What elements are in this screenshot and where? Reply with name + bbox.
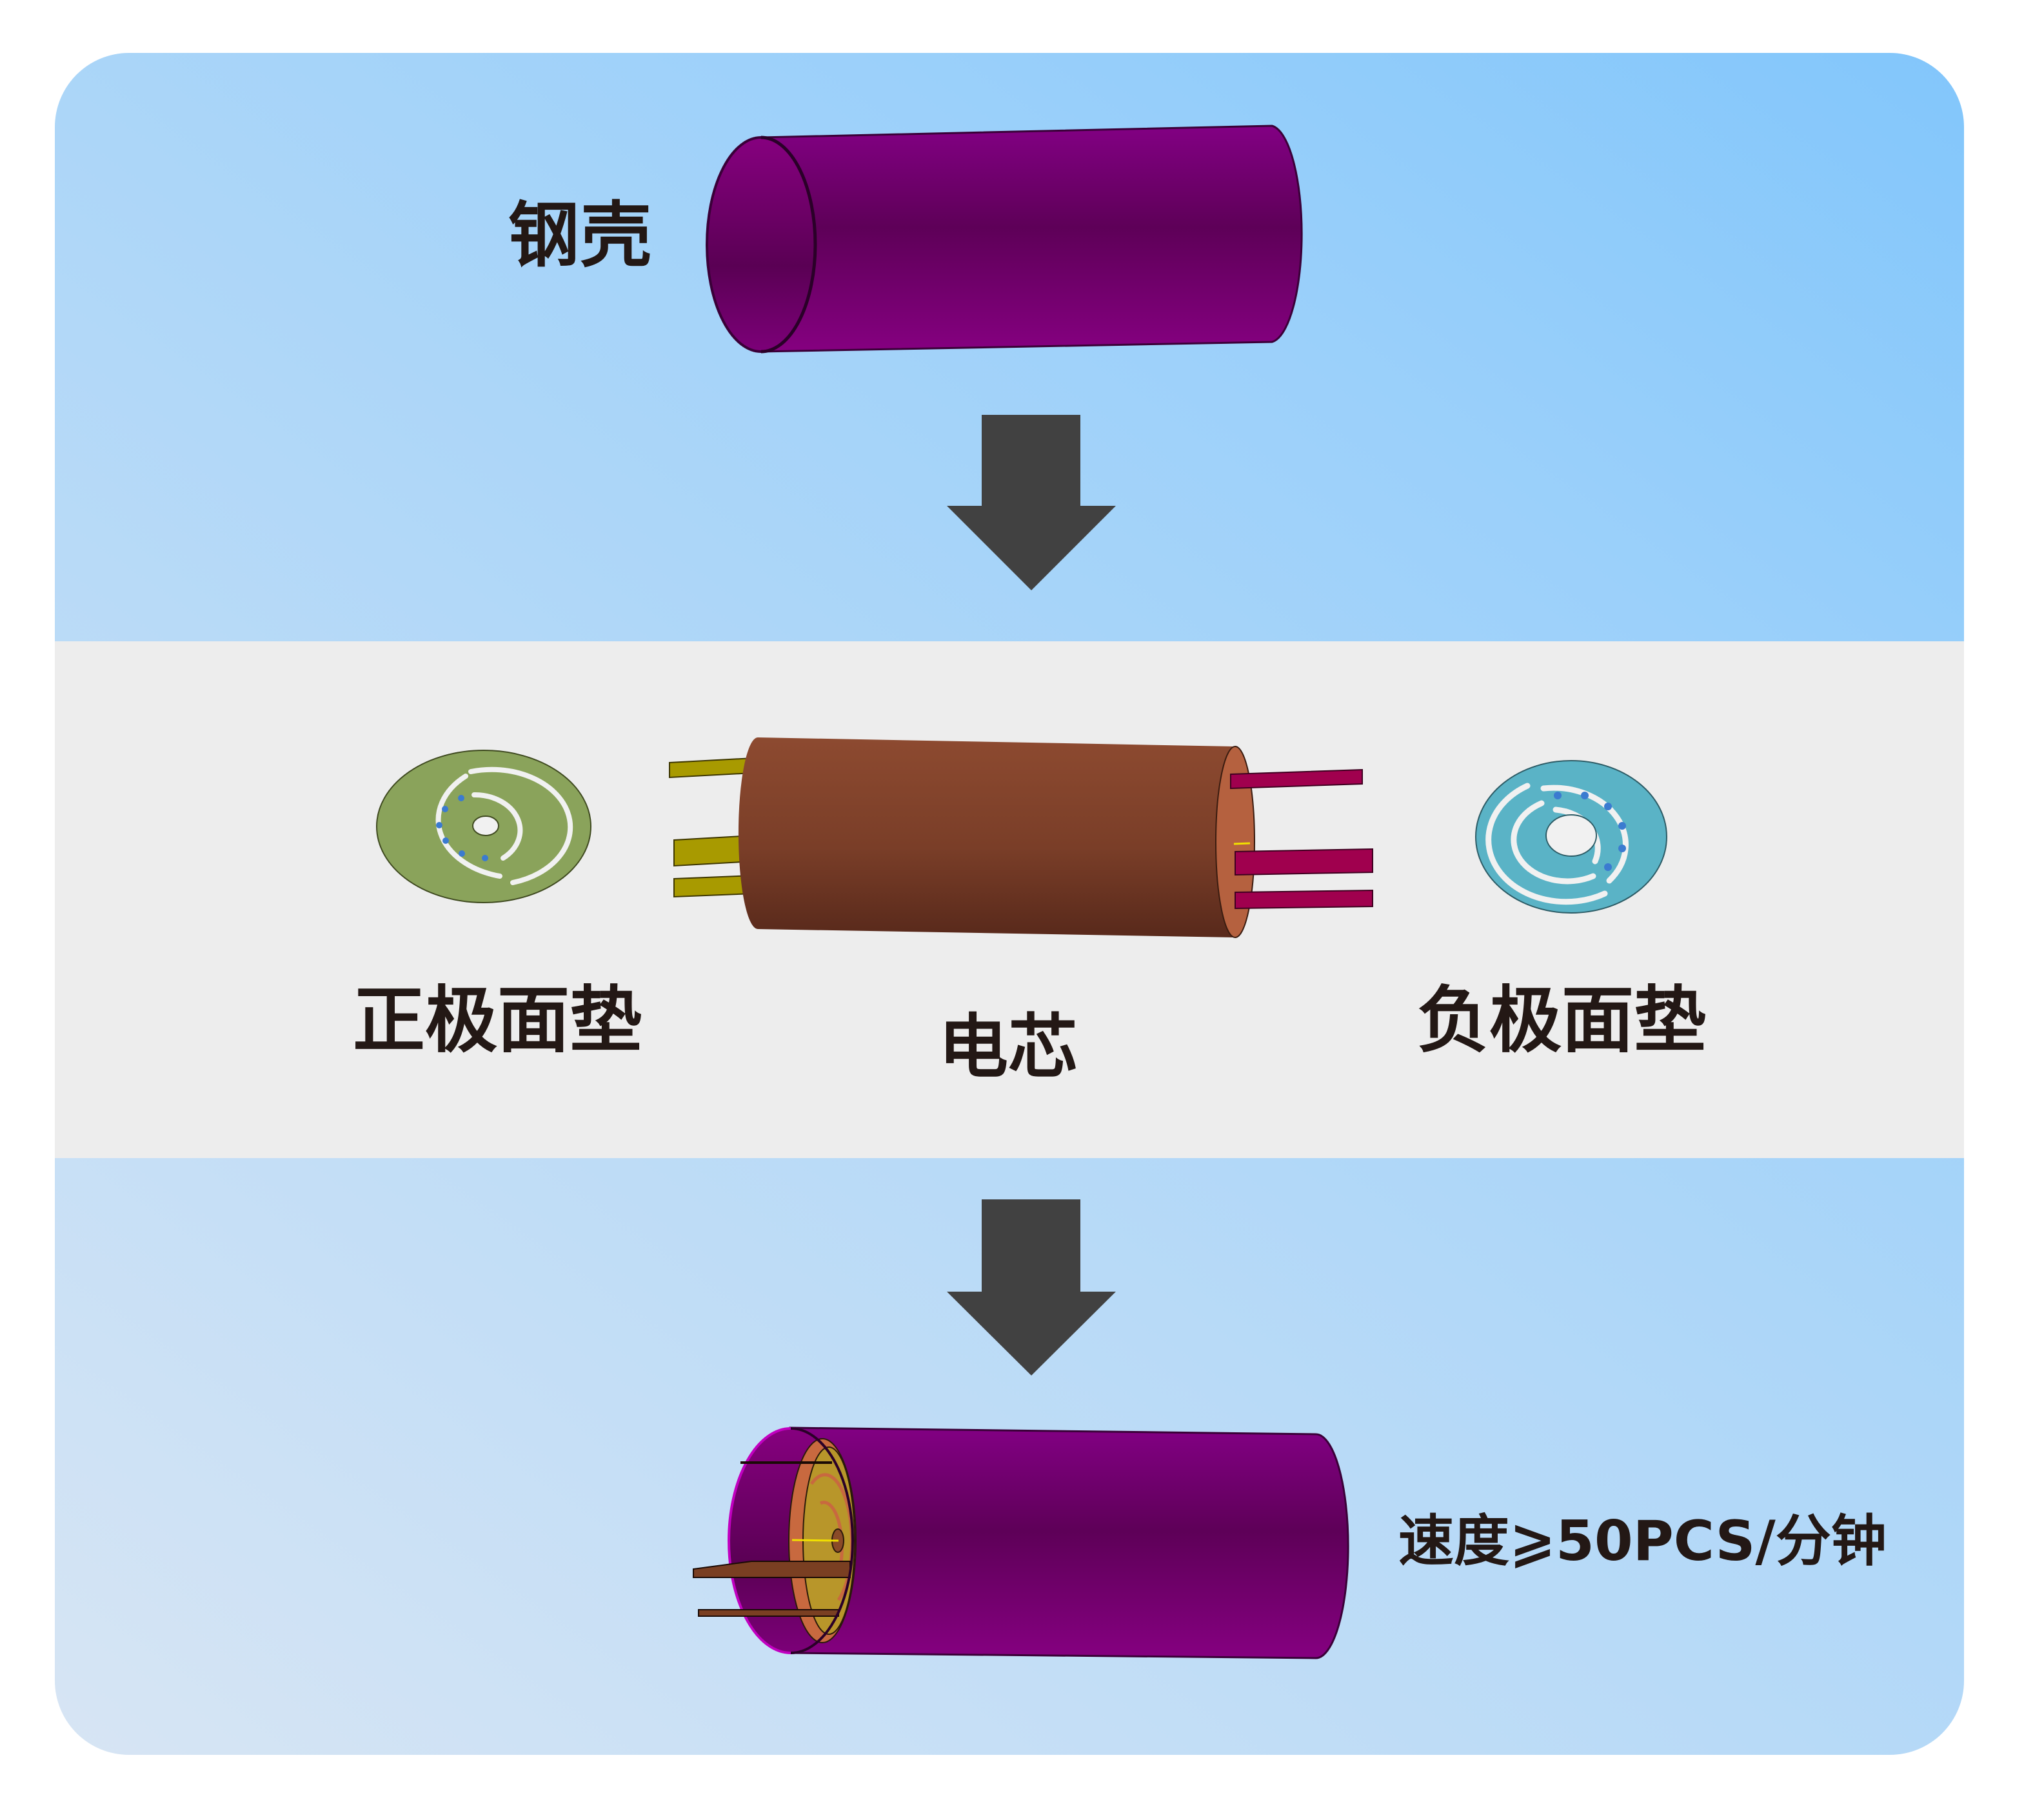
steel-shell-cylinder [706,125,1303,354]
negative-gasket-label: 负极面垫 [1417,979,1706,1063]
cell-core-cylinder [669,737,1373,938]
steel-shell-label: 钢壳 [508,194,653,277]
positive-tabs [669,757,754,898]
gasket-holes [1554,792,1626,871]
diagram-panel: 钢壳 正极面垫 电芯 负极面垫 速度⩾50PCS/分钟 [55,53,1964,1755]
diagram-artwork [376,125,1667,1659]
negative-tabs [1230,768,1373,910]
gasket-holes [436,795,488,861]
assembled-cell-cylinder [693,1426,1349,1659]
positive-gasket-label: 正极面垫 [353,979,642,1063]
cell-core-label: 电芯 [938,1007,1078,1088]
negative-gasket-disk [1475,760,1667,914]
positive-gasket-disk [376,750,591,903]
down-arrow-icon [947,415,1116,590]
down-arrow-icon [947,1199,1116,1376]
speed-label: 速度⩾50PCS/分钟 [1398,1509,1887,1574]
